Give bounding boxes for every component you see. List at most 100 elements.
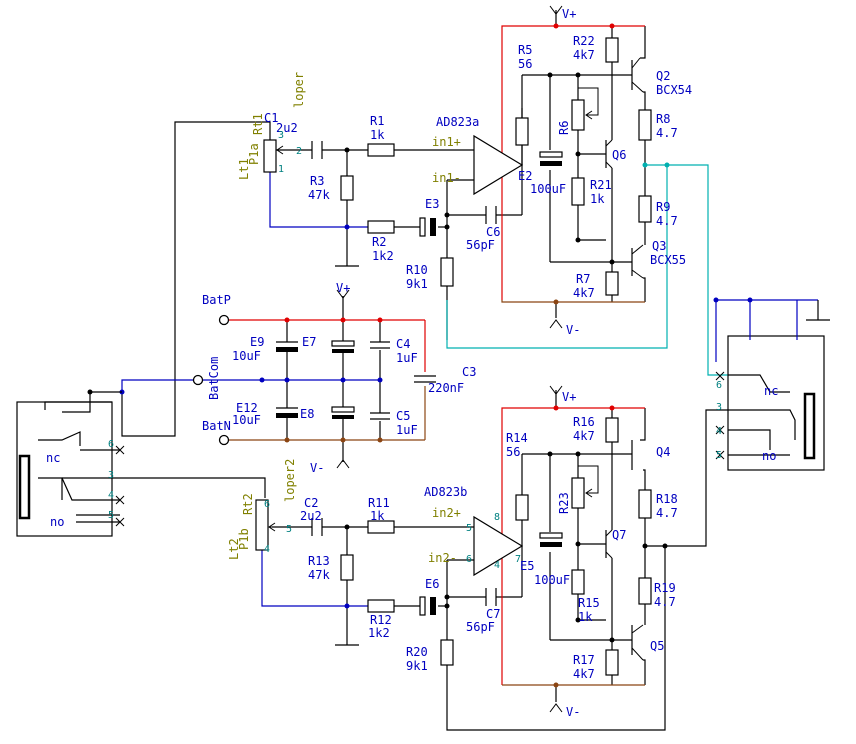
label-c4-val: 1uF: [396, 351, 418, 365]
label-u2: AD823b: [424, 485, 467, 499]
label-r5: R5: [518, 43, 532, 57]
label-r3-val: 47k: [308, 188, 330, 202]
pin-u2-7: 7: [515, 554, 521, 565]
label-c6-val: 56pF: [466, 238, 495, 252]
label-r16-val: 4k7: [573, 429, 595, 443]
right-jack-nc: nc: [764, 384, 778, 398]
label-c2-val: 2u2: [300, 509, 322, 523]
pin-p1-1: 1: [278, 164, 284, 175]
label-q3: Q3: [652, 239, 666, 253]
label-c1-val: 2u2: [276, 121, 298, 135]
net-loper2: loper2: [283, 459, 297, 502]
label-r1: R1: [370, 114, 384, 128]
label-q2-val: BCX54: [656, 83, 692, 97]
label-r9: R9: [656, 200, 670, 214]
pin-p1-2: 2: [296, 146, 302, 157]
left-jack-pin-6: 6: [108, 439, 114, 450]
label-r22: R22: [573, 34, 595, 48]
label-c4: C4: [396, 337, 410, 351]
left-jack-nc: nc: [46, 451, 60, 465]
label-q6: Q6: [612, 148, 626, 162]
net-in2p: in2+: [432, 506, 461, 520]
label-r11-val: 1k: [370, 509, 385, 523]
label-r10: R10: [406, 263, 428, 277]
pin-u2-8: 8: [494, 512, 500, 523]
label-q7: Q7: [612, 528, 626, 542]
label-r12-val: 1k2: [368, 626, 390, 640]
label-vpos-ps: V+: [336, 281, 350, 295]
label-r12: R12: [370, 613, 392, 627]
label-r13-val: 47k: [308, 568, 330, 582]
label-r13: R13: [308, 554, 330, 568]
right-jack-pin-5: 5: [716, 450, 722, 461]
labels: V+ V- V+ V- V+ V- BatP BatCom BatN R1 1k…: [46, 7, 778, 719]
label-r7: R7: [576, 272, 590, 286]
pin-u2-5: 5: [466, 523, 472, 534]
pin-p2-4: 4: [264, 544, 270, 555]
net-lt2: Lt2: [227, 538, 241, 560]
net-rt2: Rt2: [241, 493, 255, 515]
rails-channel-1: [501, 10, 645, 318]
pin-u2-4: 4: [494, 560, 500, 571]
label-vneg-2: V-: [566, 705, 580, 719]
left-jack-pin-5: 5: [108, 510, 114, 521]
label-c5-val: 1uF: [396, 423, 418, 437]
label-e12: E12: [236, 401, 258, 415]
label-e2-val: 100uF: [530, 182, 566, 196]
net-rt1: Rt1: [251, 113, 265, 135]
left-input-jack: [16, 389, 125, 537]
left-jack-pin-4: 4: [108, 490, 114, 501]
label-r2: R2: [372, 235, 386, 249]
label-r18-val: 4.7: [656, 506, 678, 520]
label-q3-val: BCX55: [650, 253, 686, 267]
label-r15: R15: [578, 596, 600, 610]
label-r19: R19: [654, 581, 676, 595]
right-jack-pin-6: 6: [716, 380, 722, 391]
label-e5-val: 100uF: [534, 573, 570, 587]
label-q5: Q5: [650, 639, 664, 653]
power-supply-block: [119, 296, 436, 462]
label-r8-val: 4.7: [656, 126, 678, 140]
label-vpos-1: V+: [562, 7, 576, 21]
right-jack-pin-3: 3: [716, 402, 722, 413]
wires-channel-1: [121, 26, 646, 437]
pin-p2-6: 6: [264, 499, 270, 510]
label-batn: BatN: [202, 419, 231, 433]
label-c6: C6: [486, 225, 500, 239]
label-e9-val: 10uF: [232, 349, 261, 363]
label-r18: R18: [656, 492, 678, 506]
label-u1: AD823a: [436, 115, 479, 129]
label-r21-val: 1k: [590, 192, 605, 206]
net-in1p: in1+: [432, 135, 461, 149]
label-r8: R8: [656, 112, 670, 126]
label-c3: C3: [462, 365, 476, 379]
label-e3: E3: [425, 197, 439, 211]
net-in1m: in1-: [432, 171, 461, 185]
right-jack-no: no: [762, 449, 776, 463]
label-r10-val: 9k1: [406, 277, 428, 291]
label-r9-val: 4.7: [656, 214, 678, 228]
pin-p1-3: 3: [278, 130, 284, 141]
label-r19-val: 4.7: [654, 595, 676, 609]
output-net-channel-1: [446, 164, 728, 376]
left-jack-pin-3: 3: [108, 470, 114, 481]
label-e8: E8: [300, 407, 314, 421]
label-r14: R14: [506, 431, 528, 445]
label-r23: R23: [557, 492, 571, 514]
label-r20-val: 9k1: [406, 659, 428, 673]
label-r14-val: 56: [506, 445, 520, 459]
components: [255, 5, 670, 713]
label-r17: R17: [573, 653, 595, 667]
wires-channel-2: [62, 408, 728, 731]
right-output-jack: [713, 297, 830, 471]
label-r2-val: 1k2: [372, 249, 394, 263]
label-r20: R20: [406, 645, 428, 659]
label-e9: E9: [250, 335, 264, 349]
label-e7: E7: [302, 335, 316, 349]
label-r16: R16: [573, 415, 595, 429]
label-vpos-2: V+: [562, 390, 576, 404]
label-r22-val: 4k7: [573, 48, 595, 62]
right-jack-pin-4: 4: [716, 426, 722, 437]
label-e6: E6: [425, 577, 439, 591]
label-vneg-ps: V-: [310, 461, 324, 475]
